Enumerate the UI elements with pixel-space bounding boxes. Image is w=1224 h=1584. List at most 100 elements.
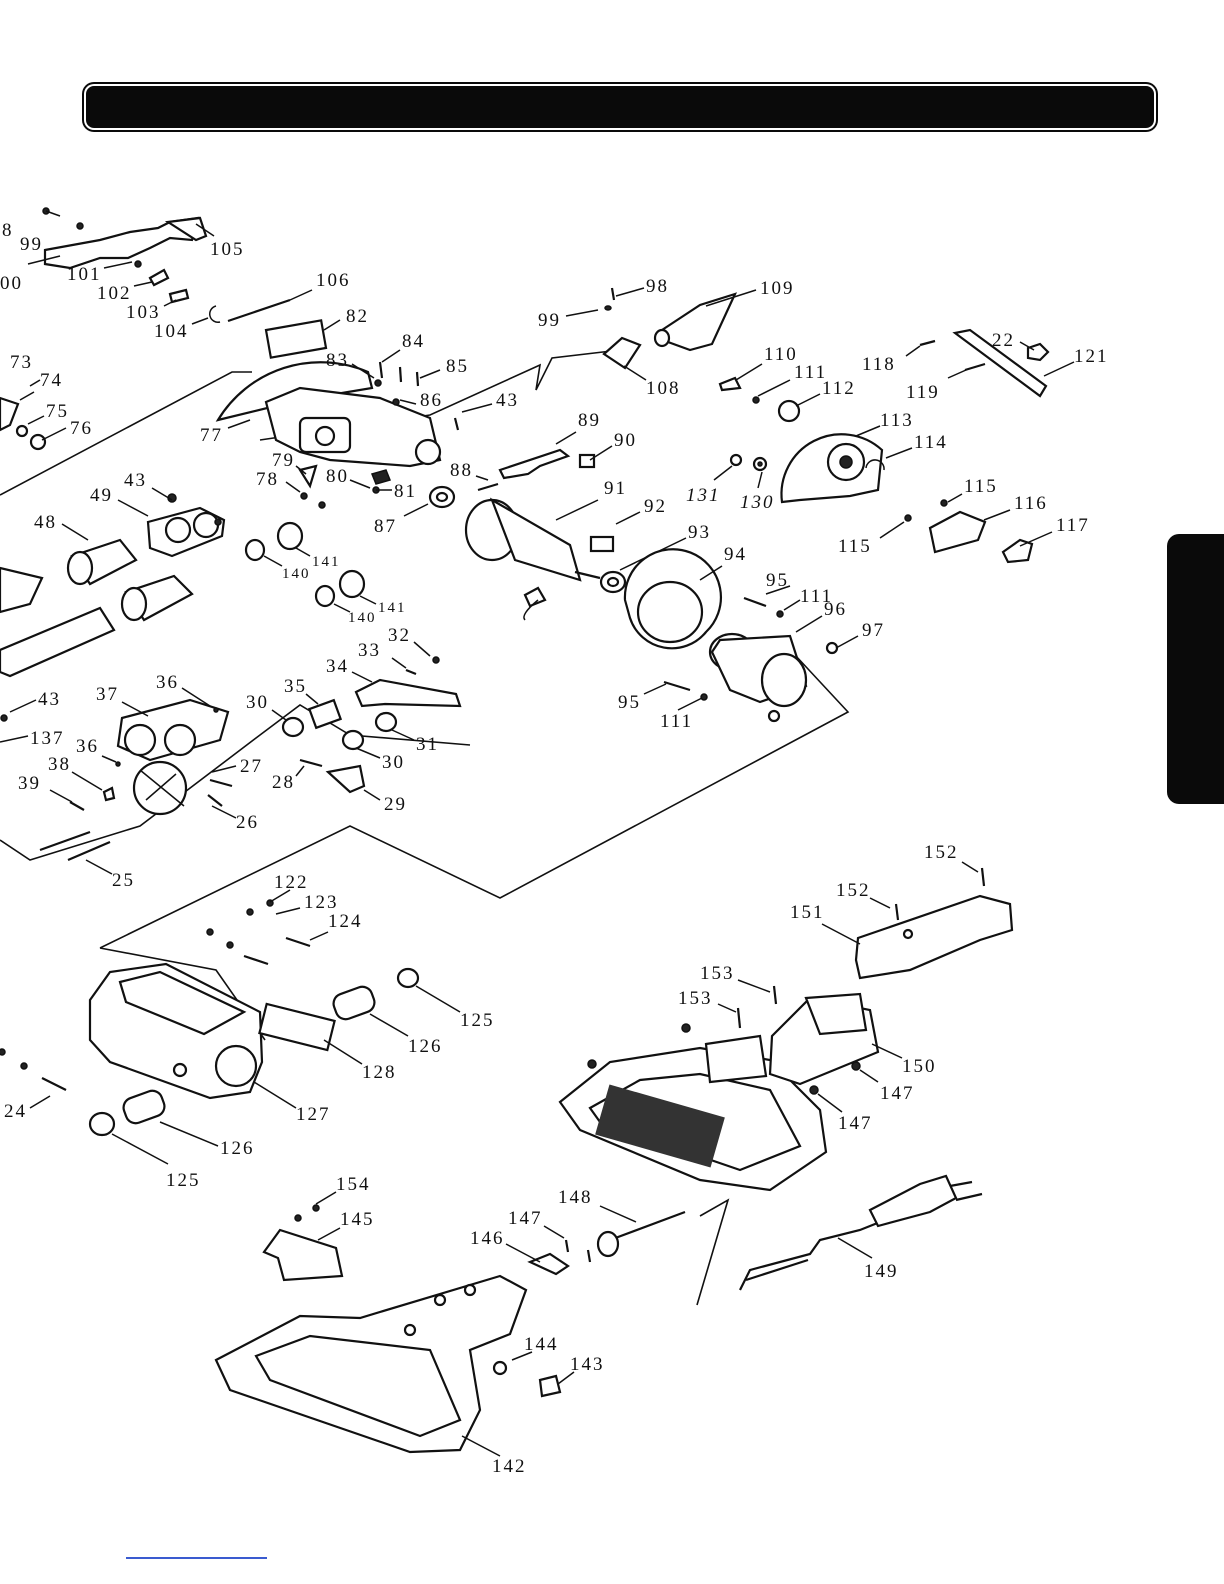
label-part-97: 97	[862, 620, 885, 641]
base-assembly	[214, 1204, 686, 1454]
label-part-76: 76	[70, 418, 93, 439]
label-part-30b: 30	[382, 752, 405, 773]
label-part-79: 79	[272, 450, 295, 471]
label-part-141b: 141	[378, 600, 407, 616]
label-part-24: 24	[4, 1101, 27, 1122]
motor-housing-assembly	[0, 899, 420, 1137]
label-part-94: 94	[724, 544, 747, 565]
label-part-31: 31	[416, 734, 439, 755]
label-part-88: 88	[450, 460, 473, 481]
label-part-149: 149	[864, 1261, 899, 1282]
rear-handle-assembly	[558, 867, 1014, 1192]
label-part-26: 26	[236, 812, 259, 833]
label-part-35: 35	[284, 676, 307, 697]
label-part-80: 80	[326, 466, 349, 487]
label-part-146: 146	[470, 1228, 505, 1249]
power-cord	[739, 1174, 983, 1291]
label-part-126: 126	[408, 1036, 443, 1057]
label-part-92: 92	[644, 496, 667, 517]
label-part-110: 110	[764, 344, 798, 365]
label-part-102: 102	[97, 283, 132, 304]
small-parts-78-81	[298, 464, 392, 509]
label-part-29: 29	[384, 794, 407, 815]
label-part-140: 140	[282, 566, 311, 582]
label-part-117: 117	[1056, 515, 1090, 536]
label-part-109: 109	[760, 278, 795, 299]
section-header-bar	[86, 86, 1154, 128]
label-part-153b: 153	[678, 988, 713, 1009]
label-part-150: 150	[902, 1056, 937, 1077]
label-part-37: 37	[96, 684, 119, 705]
label-part-113: 113	[880, 410, 914, 431]
label-part-73: 73	[10, 352, 33, 373]
label-part-84: 84	[402, 331, 425, 352]
footer-link-underline	[126, 1557, 267, 1559]
label-part-144: 144	[524, 1334, 559, 1355]
label-part-104: 104	[154, 321, 189, 342]
label-part-152: 152	[924, 842, 959, 863]
label-part-105: 105	[210, 239, 245, 260]
label-part-154: 154	[336, 1174, 371, 1195]
label-part-43: 43	[496, 390, 519, 411]
label-part-75: 75	[46, 401, 69, 422]
label-part-153: 153	[700, 963, 735, 984]
label-part-100: 00	[0, 273, 23, 294]
label-part-101: 101	[67, 264, 102, 285]
threaded-rods	[39, 830, 111, 862]
section-side-tab	[1167, 534, 1224, 804]
stator-assembly	[663, 596, 839, 723]
label-part-124: 124	[328, 911, 363, 932]
label-part-131: 131	[686, 485, 721, 506]
label-part-118: 118	[862, 354, 896, 375]
label-part-108: 108	[646, 378, 681, 399]
label-part-38: 38	[48, 754, 71, 775]
label-part-49: 49	[90, 485, 113, 506]
cover-parts-108-109	[602, 287, 738, 370]
label-part-82: 82	[346, 306, 369, 327]
label-part-126b: 126	[220, 1138, 255, 1159]
label-part-122: 122	[274, 872, 309, 893]
label-part-90: 90	[614, 430, 637, 451]
left-gear-parts	[0, 396, 47, 451]
label-part-121: 121	[1074, 346, 1109, 367]
label-part-147b: 147	[838, 1113, 873, 1134]
label-part-98: 98	[646, 276, 669, 297]
label-part-148: 148	[558, 1187, 593, 1208]
label-part-22: 22	[992, 330, 1015, 351]
label-part-87: 87	[374, 516, 397, 537]
label-part-43b: 43	[124, 470, 147, 491]
label-part-125b: 125	[166, 1170, 201, 1191]
label-part-111c: 111	[660, 711, 693, 732]
bushings-140-141	[244, 521, 366, 608]
label-part-130: 130	[740, 492, 775, 513]
label-part-86: 86	[420, 390, 443, 411]
label-part-36b: 36	[76, 736, 99, 757]
label-part-89: 89	[578, 410, 601, 431]
label-part-77: 77	[200, 425, 223, 446]
label-part-112: 112	[822, 378, 856, 399]
label-part-78: 78	[256, 469, 279, 490]
label-part-143: 143	[570, 1354, 605, 1375]
label-part-27: 27	[240, 756, 263, 777]
armature-assembly	[428, 448, 723, 650]
label-part-111b: 111	[800, 586, 833, 607]
handle-switch-assembly	[0, 656, 462, 816]
label-part-140b: 140	[348, 610, 377, 626]
label-part-142: 142	[492, 1456, 527, 1477]
label-part-123: 123	[304, 892, 339, 913]
label-part-74: 74	[40, 370, 63, 391]
upper-housing-assembly	[215, 298, 460, 468]
label-part-30: 30	[246, 692, 269, 713]
label-part-28: 28	[272, 772, 295, 793]
label-part-151: 151	[790, 902, 825, 923]
label-part-116: 116	[1014, 493, 1048, 514]
label-part-33: 33	[358, 640, 381, 661]
label-part-91: 91	[604, 478, 627, 499]
label-part-127: 127	[296, 1104, 331, 1125]
guard-assembly	[718, 328, 1050, 564]
label-part-25: 25	[112, 870, 135, 891]
label-part-103: 103	[126, 302, 161, 323]
label-part-147: 147	[880, 1083, 915, 1104]
label-part-152b: 152	[836, 880, 871, 901]
